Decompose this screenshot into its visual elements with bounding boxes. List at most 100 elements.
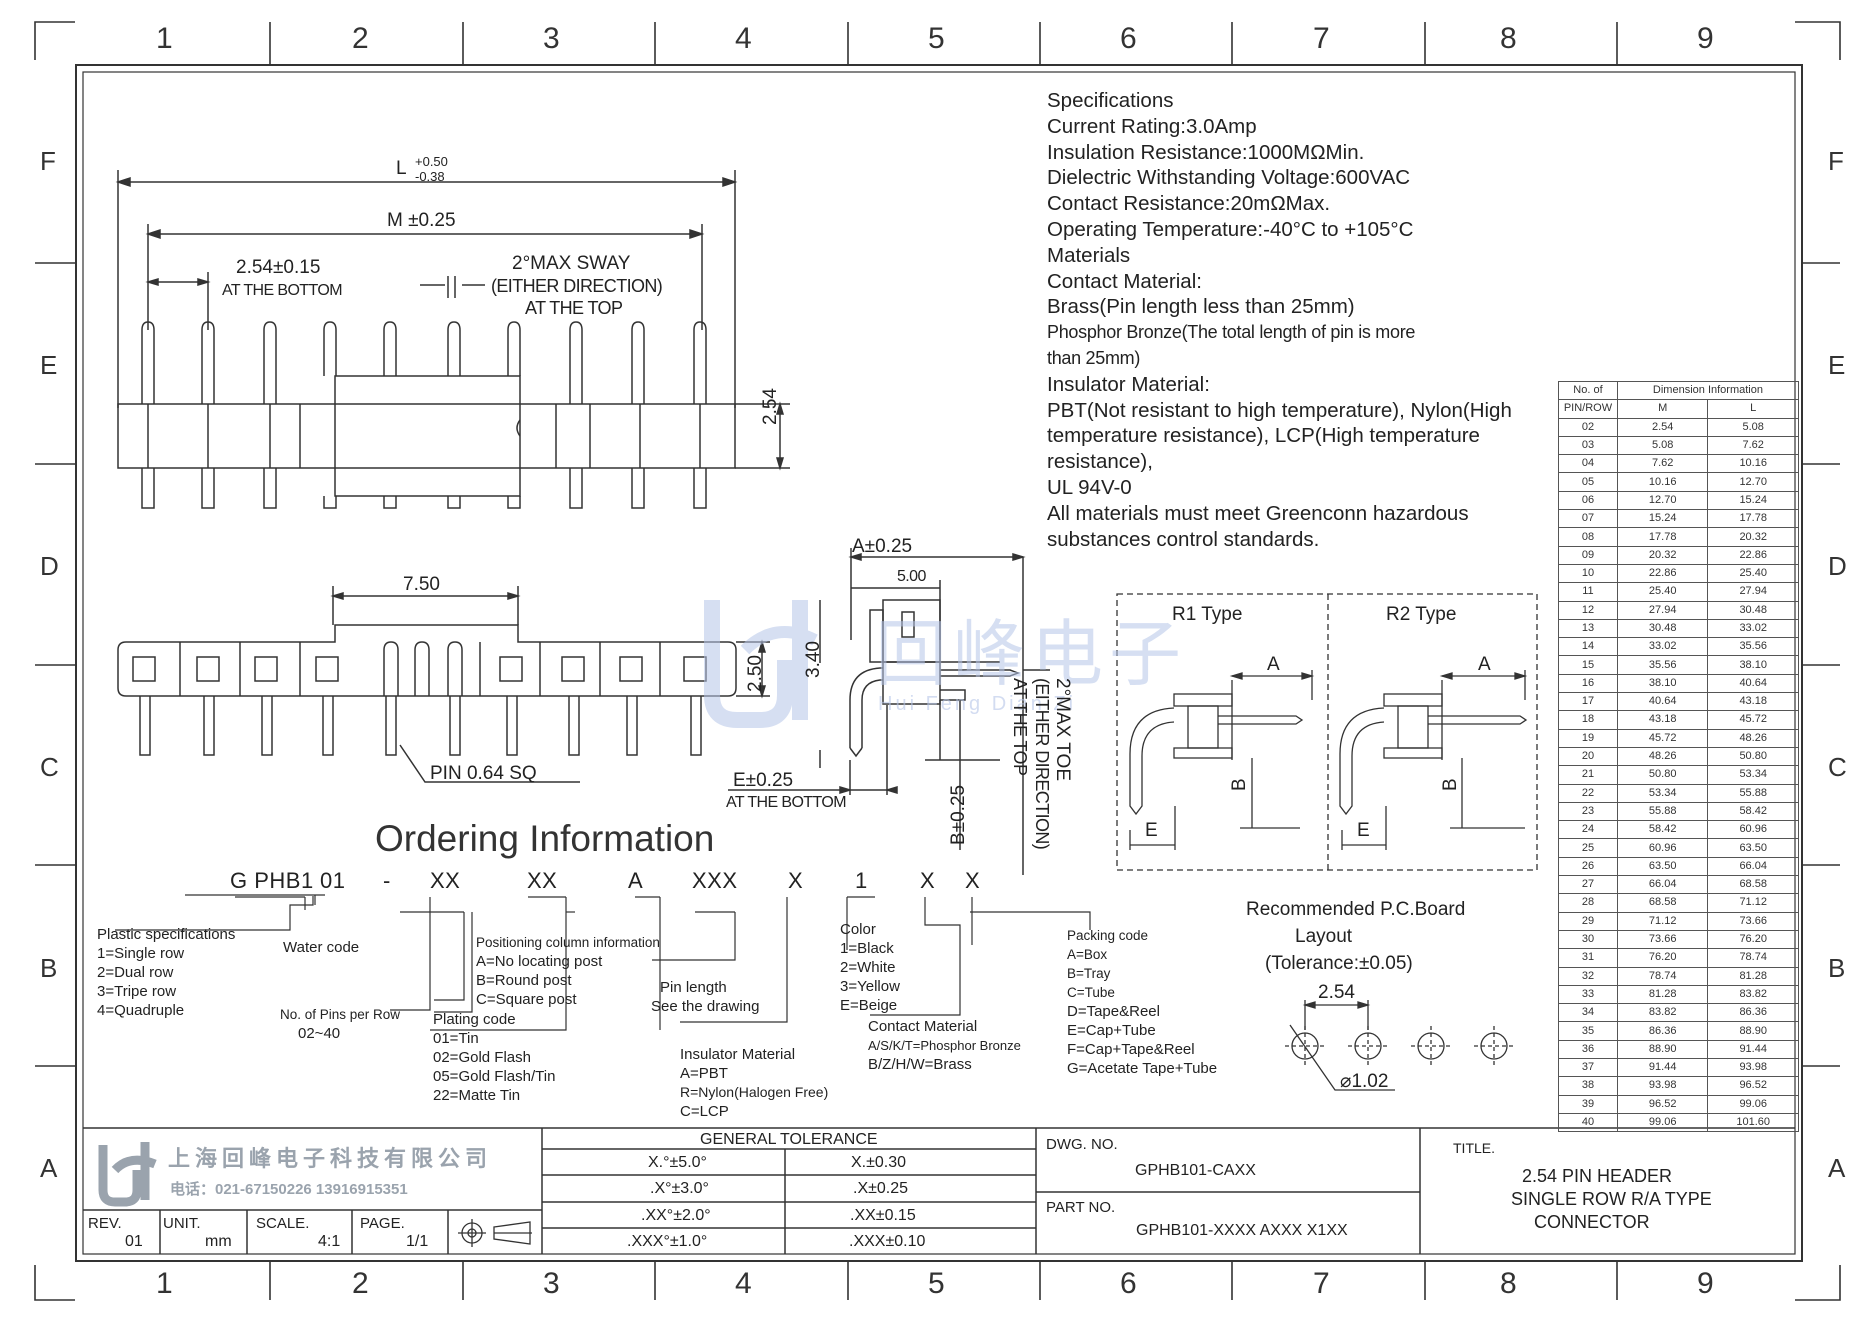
table-cell-m: 68.58 bbox=[1616, 893, 1709, 913]
table-cell-l: 7.62 bbox=[1707, 435, 1799, 456]
table-cell-l: 66.04 bbox=[1707, 856, 1799, 877]
table-cell-pins: 23 bbox=[1558, 801, 1618, 822]
table-cell-l: 68.58 bbox=[1707, 875, 1799, 895]
spec-line: All materials must meet Greenconn hazard… bbox=[1047, 501, 1469, 525]
zone-row-d-right: D bbox=[1828, 551, 1847, 581]
pcb-layout bbox=[1285, 1000, 1514, 1091]
table-cell-pins: 05 bbox=[1558, 472, 1618, 492]
part-no-value: GPHB101-XXXX AXXX X1XX bbox=[1136, 1222, 1348, 1239]
table-cell-l: 33.02 bbox=[1707, 618, 1799, 639]
zone-row-c: C bbox=[40, 752, 59, 782]
company-phone: 电话：021-67150226 13916915351 bbox=[170, 1181, 408, 1198]
dwg-no-label: DWG. NO. bbox=[1046, 1136, 1118, 1153]
dim-toe: 2°MAX TOE bbox=[1052, 678, 1073, 781]
table-cell-m: 40.64 bbox=[1616, 692, 1709, 712]
tol-linear-1: .X±0.25 bbox=[853, 1180, 909, 1197]
spec-line: Contact Resistance:20mΩMax. bbox=[1047, 192, 1331, 216]
page-label: PAGE. bbox=[360, 1215, 405, 1232]
spec-line: substances control standards. bbox=[1047, 527, 1320, 551]
dim-sway: 2°MAX SWAY bbox=[512, 253, 631, 274]
table-cell-pins: 16 bbox=[1558, 673, 1618, 694]
zone-row-a: A bbox=[40, 1153, 58, 1183]
pcb-pitch: 2.54 bbox=[1318, 982, 1355, 1003]
table-cell-m: 15.24 bbox=[1616, 509, 1709, 529]
r2-dim-a: A bbox=[1478, 654, 1491, 675]
r1-dim-a: A bbox=[1267, 654, 1280, 675]
table-cell-l: 45.72 bbox=[1707, 710, 1799, 730]
table-cell-l: 15.24 bbox=[1707, 490, 1799, 511]
table-header-l: L bbox=[1707, 399, 1799, 419]
table-cell-m: 83.82 bbox=[1616, 1003, 1709, 1023]
zone-row-d: D bbox=[40, 551, 59, 581]
table-cell-pins: 37 bbox=[1558, 1057, 1618, 1078]
spec-line: than 25mm) bbox=[1047, 347, 1141, 368]
zone-col-8-bottom: 8 bbox=[1500, 1267, 1517, 1300]
table-cell-l: 101.60 bbox=[1707, 1112, 1799, 1133]
table-cell-l: 55.88 bbox=[1707, 783, 1799, 803]
table-cell-pins: 18 bbox=[1558, 710, 1618, 730]
table-cell-l: 76.20 bbox=[1707, 929, 1799, 950]
dwg-no-value: GPHB101-CAXX bbox=[1135, 1162, 1256, 1179]
title-block-lines bbox=[83, 1127, 1795, 1254]
table-cell-pins: 33 bbox=[1558, 984, 1618, 1005]
table-cell-l: 30.48 bbox=[1707, 600, 1799, 620]
table-cell-pins: 31 bbox=[1558, 948, 1618, 968]
type-boxes bbox=[1116, 593, 1538, 871]
table-cell-m: 20.32 bbox=[1616, 545, 1709, 565]
company-name: 上海回峰电子科技有限公司 bbox=[168, 1146, 493, 1171]
unit-value: mm bbox=[205, 1233, 232, 1250]
table-cell-l: 40.64 bbox=[1707, 673, 1799, 694]
table-cell-l: 86.36 bbox=[1707, 1003, 1799, 1023]
table-cell-pins: 32 bbox=[1558, 966, 1618, 986]
table-cell-pins: 25 bbox=[1558, 838, 1618, 858]
code-seg-color: 1 bbox=[855, 868, 868, 893]
dimension-table: No. of Dimension Information PIN/ROW M L… bbox=[1558, 380, 1800, 1133]
rev-label: REV. bbox=[88, 1215, 122, 1232]
table-cell-l: 73.66 bbox=[1707, 911, 1799, 931]
table-cell-l: 78.74 bbox=[1707, 948, 1799, 968]
table-cell-m: 48.26 bbox=[1616, 746, 1709, 767]
table-cell-m: 38.10 bbox=[1616, 673, 1709, 694]
spec-line: Insulator Material: bbox=[1047, 372, 1210, 396]
spec-line: Materials bbox=[1047, 243, 1131, 267]
table-cell-m: 2.54 bbox=[1616, 417, 1709, 437]
table-cell-m: 50.80 bbox=[1616, 765, 1709, 785]
table-cell-pins: 39 bbox=[1558, 1094, 1618, 1114]
table-cell-pins: 35 bbox=[1558, 1021, 1618, 1041]
table-cell-l: 53.34 bbox=[1707, 765, 1799, 785]
table-cell-l: 88.90 bbox=[1707, 1021, 1799, 1041]
zone-col-1-bottom: 1 bbox=[156, 1267, 173, 1300]
dim-pin-sq: PIN 0.64 SQ bbox=[430, 763, 537, 784]
ordering-water: Water code bbox=[283, 939, 360, 956]
table-cell-m: 66.04 bbox=[1616, 875, 1709, 895]
table-cell-l: 50.80 bbox=[1707, 746, 1799, 767]
r1-type-label: R1 Type bbox=[1172, 604, 1243, 625]
dim-height-side: 2.54 bbox=[760, 388, 781, 425]
table-header-no: No. of bbox=[1558, 380, 1618, 401]
table-cell-m: 93.98 bbox=[1616, 1076, 1709, 1096]
tol-linear-2: .XX±0.15 bbox=[850, 1207, 916, 1224]
zone-col-2-bottom: 2 bbox=[352, 1267, 369, 1300]
dim-3-40: 3.40 bbox=[803, 641, 824, 678]
